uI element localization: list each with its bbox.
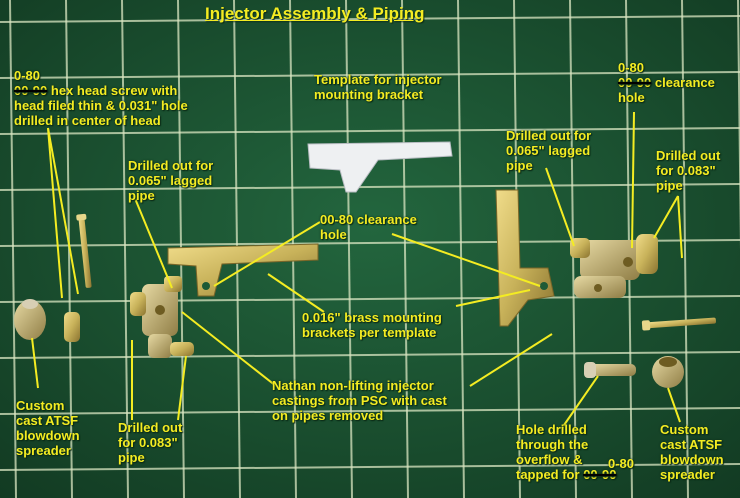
grid-line [0, 71, 740, 79]
paper-template [307, 141, 453, 193]
long-screw-right [646, 317, 716, 329]
grid-line [121, 0, 129, 498]
small-fitting [64, 312, 80, 342]
grid-line [737, 0, 740, 250]
bracket-hole [202, 282, 210, 290]
grid-line [0, 127, 740, 135]
label-drilled-065-left: Drilled out for 0.065" lagged pipe [128, 158, 214, 203]
label-nathan-castings: Nathan non-lifting injector castings fro… [272, 378, 447, 423]
brass-bracket-right [495, 189, 555, 327]
label-hex-screw: 0-80 00-90 hex head screw with head file… [14, 68, 188, 128]
bracket-hole [540, 282, 548, 290]
grid-line [0, 407, 740, 415]
label-template: Template for injector mounting bracket [314, 72, 442, 102]
grid-line [345, 0, 353, 498]
blowdown-spreader-left [14, 300, 46, 340]
label-brass-brackets: 0.016" brass mounting brackets per templ… [302, 310, 442, 340]
label-spreader-left: Custom cast ATSF blowdown spreader [16, 398, 80, 458]
label-spreader-right: Custom cast ATSF blowdown spreader [660, 422, 724, 482]
long-screw [78, 216, 92, 288]
label-clearance-hole-mid: 00-80 clearance hole [320, 212, 417, 242]
grid-line [681, 0, 689, 498]
overflow-fitting [584, 362, 636, 378]
injector-casting-right [570, 234, 658, 298]
label-drilled-083-right: Drilled out for 0.083" pipe [656, 148, 721, 193]
leader-lines [31, 111, 683, 429]
grid-line [0, 351, 740, 359]
screw-head [76, 213, 87, 221]
label-hole-drilled: Hole drilled through the overflow & tapp… [516, 422, 617, 482]
struck-size: 00-90 [583, 467, 617, 482]
label-clearance-hole-right: 0-80 00-90 clearance hole [618, 60, 715, 105]
struck-size: 00-90 [14, 83, 48, 98]
grid-line [0, 463, 740, 471]
grid-line [457, 0, 465, 498]
injector-casting-left [130, 276, 194, 358]
grid-line [0, 15, 740, 23]
label-hole-size: 0-80 [608, 456, 635, 471]
grid-line [9, 0, 17, 498]
struck-size: 00-90 [618, 75, 652, 90]
grid-line [401, 0, 409, 498]
label-drilled-083-left: Drilled out for 0.083" pipe [118, 420, 183, 465]
grid-line [0, 183, 740, 191]
label-drilled-065-right: Drilled out for 0.065" lagged pipe [506, 128, 592, 173]
page-title: Injector Assembly & Piping [205, 4, 425, 23]
